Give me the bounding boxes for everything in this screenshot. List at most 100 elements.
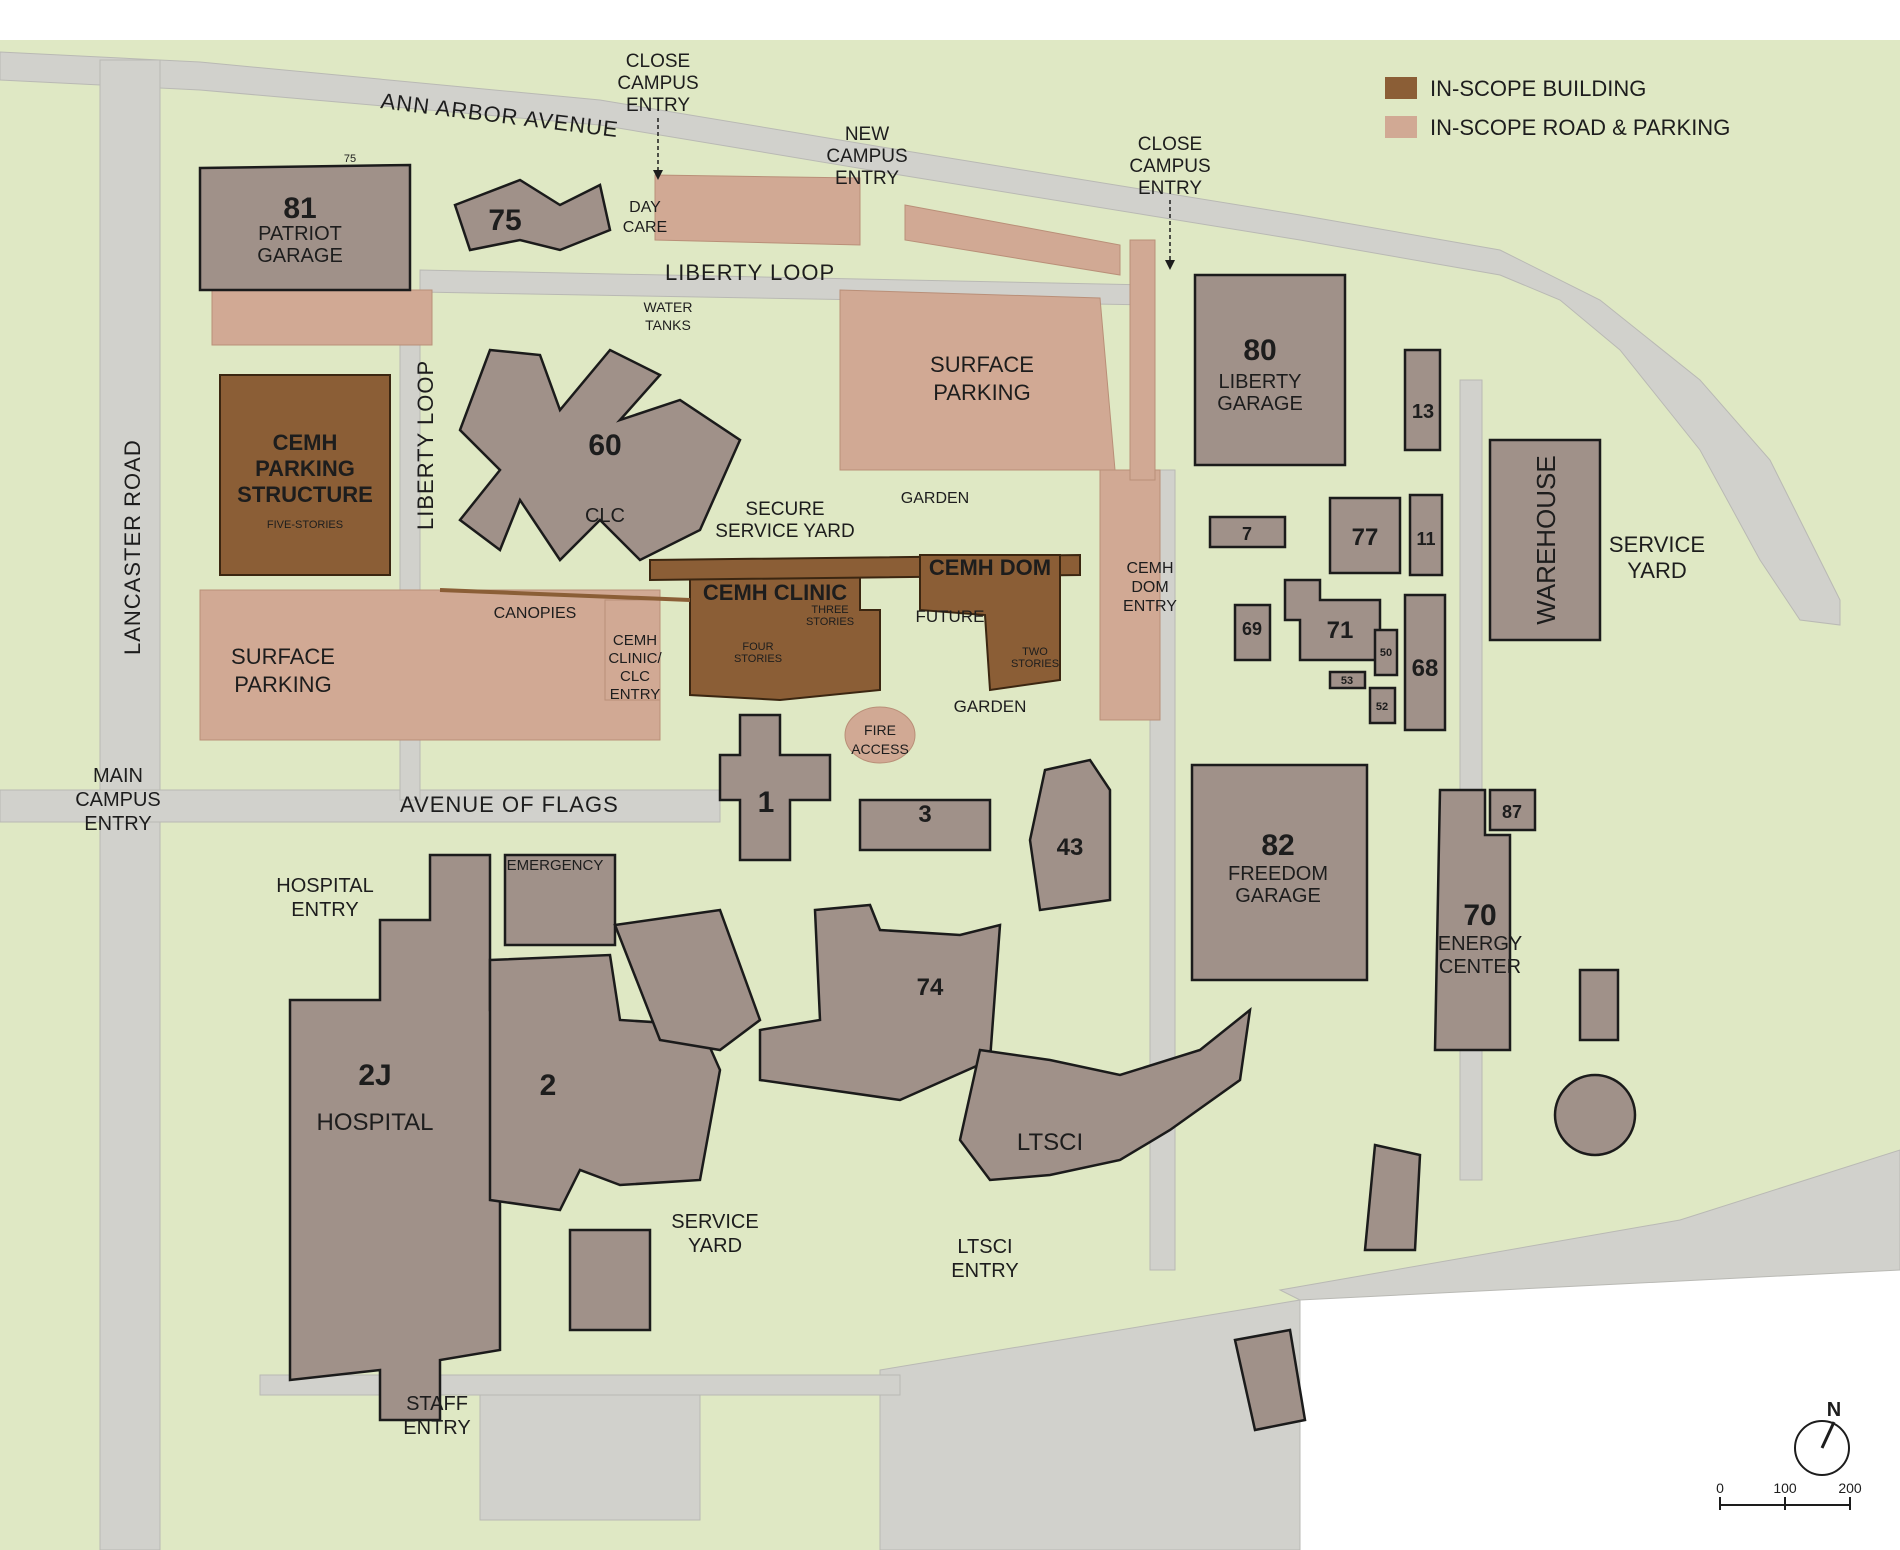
- label-close-entry-1: CLOSE: [626, 51, 690, 72]
- label-ltsci-entry: LTSCI: [957, 1236, 1012, 1258]
- label-building-74: 74: [917, 974, 944, 1001]
- label-clinic-entry: CEMH: [613, 632, 657, 649]
- southwest-parking-lot: [479, 1379, 701, 1521]
- label-clinic-entry: CLINIC/: [608, 650, 662, 667]
- dom-entry-drive: [1099, 469, 1161, 721]
- north-surface-parking: [904, 204, 1121, 276]
- label-building-81-name: PATRIOT: [258, 223, 342, 245]
- building-emergency: [503, 853, 617, 947]
- buildings: [198, 163, 1637, 1432]
- label-staff-entry: ENTRY: [403, 1417, 470, 1439]
- label-dom-entry: ENTRY: [1123, 598, 1177, 615]
- cemh-parking-structure: [219, 374, 391, 576]
- arrow-head-icon: [653, 170, 663, 180]
- east-parking-lot: [1278, 1149, 1900, 1301]
- liberty-loop-inscope: [211, 289, 433, 346]
- label-close-entry-2: ENTRY: [1138, 178, 1202, 199]
- label-clinic-note: STORIES: [734, 653, 782, 665]
- building-82: [1190, 763, 1369, 982]
- label-clinic-entry: ENTRY: [610, 686, 661, 703]
- label-building-2j-name: HOSPITAL: [317, 1109, 434, 1136]
- label-clinic-entry: CLC: [620, 668, 650, 685]
- clinic-entry-drive: [604, 599, 661, 701]
- label-service-yard-right: SERVICE: [1609, 532, 1705, 557]
- label-building-82-name: FREEDOM: [1228, 863, 1328, 885]
- road-label-liberty-loop-side: LIBERTY LOOP: [413, 360, 438, 530]
- label-new-entry: ENTRY: [835, 168, 899, 189]
- label-cemh-ps-note: FIVE-STORIES: [267, 519, 343, 531]
- legend-swatch-road: [1385, 116, 1417, 138]
- inscope-roads-parking: [199, 174, 1161, 764]
- building-87: [1488, 788, 1537, 832]
- building-77: [1328, 496, 1402, 575]
- label-building-52: 52: [1376, 701, 1388, 713]
- label-building-3: 3: [918, 801, 931, 828]
- building-13: [1403, 348, 1442, 452]
- building-68: [1403, 593, 1447, 732]
- water-tank-large: [1553, 1073, 1637, 1157]
- label-building-81-name: GARAGE: [257, 245, 343, 267]
- label-fire-access: ACCESS: [851, 741, 909, 757]
- canopy-line: [439, 588, 691, 602]
- label-surface-parking-top: SURFACE: [930, 352, 1034, 377]
- fire-access-circle: [844, 706, 916, 764]
- east-service-road: [1459, 379, 1483, 1181]
- label-future: FUTURE: [916, 607, 985, 626]
- label-day-care: DAY: [629, 199, 661, 216]
- label-building-68: 68: [1412, 655, 1439, 682]
- building-60: [458, 348, 742, 562]
- building-3: [858, 798, 992, 852]
- label-building-70: 70: [1463, 899, 1496, 932]
- building-ltsci: [958, 1007, 1252, 1182]
- label-main-entry: MAIN: [93, 765, 143, 787]
- label-water-tanks: TANKS: [645, 317, 691, 333]
- legend-swatch-building: [1385, 77, 1417, 99]
- label-building-60: 60: [588, 429, 621, 462]
- label-ltsci: LTSCI: [1017, 1129, 1083, 1156]
- scale-label: 0: [1716, 1480, 1724, 1496]
- label-dom-entry: CEMH: [1126, 560, 1173, 577]
- building-warehouse: [1488, 438, 1602, 642]
- label-building-81: 81: [283, 192, 316, 225]
- label-building-60-name: CLC: [585, 505, 625, 527]
- label-dom-note: TWO: [1022, 646, 1048, 658]
- arrow-head-icon: [1165, 260, 1175, 270]
- building-81: [198, 163, 412, 292]
- label-cemh-ps: PARKING: [255, 456, 355, 481]
- label-building-13: 13: [1412, 401, 1434, 423]
- label-building-80-name: GARAGE: [1217, 393, 1303, 415]
- label-service-yard-bottom: YARD: [688, 1235, 742, 1257]
- label-hospital-entry: ENTRY: [291, 899, 358, 921]
- building-75: [453, 178, 612, 252]
- label-new-entry: NEW: [845, 124, 889, 145]
- label-cemh-ps: CEMH: [273, 430, 338, 455]
- south-parking-lot: [879, 1299, 1301, 1550]
- label-surface-parking-left: SURFACE: [231, 644, 335, 669]
- label-warehouse: WAREHOUSE: [1531, 455, 1561, 625]
- building-69: [1233, 603, 1272, 662]
- label-building-2j: 2J: [358, 1059, 391, 1092]
- road-label-avenue-of-flags: AVENUE OF FLAGS: [400, 792, 619, 817]
- legend: IN-SCOPE BUILDING IN-SCOPE ROAD & PARKIN…: [1385, 76, 1730, 140]
- building-52: [1368, 686, 1397, 725]
- label-dom-note: STORIES: [1011, 658, 1059, 670]
- label-dom-entry: DOM: [1131, 579, 1168, 596]
- building-1: [718, 713, 832, 862]
- avenue-of-flags-road: [0, 789, 721, 823]
- label-new-entry: CAMPUS: [826, 146, 907, 167]
- label-building-7: 7: [1242, 524, 1252, 544]
- south-road: [259, 1374, 901, 1396]
- label-building-71: 71: [1327, 617, 1354, 644]
- building-central: [613, 908, 762, 1052]
- building-80: [1193, 273, 1347, 467]
- cemh-dom: [919, 554, 1061, 692]
- label-building-11: 11: [1416, 529, 1435, 549]
- building-11: [1408, 493, 1444, 577]
- label-service-yard-bottom: SERVICE: [671, 1211, 758, 1233]
- scale-bar: 0 100 200: [1716, 1480, 1862, 1510]
- label-service-yard-right: YARD: [1627, 558, 1687, 583]
- inscope-buildings: [219, 374, 1081, 702]
- label-clinic-note: STORIES: [806, 616, 854, 628]
- building-2: [488, 953, 722, 1212]
